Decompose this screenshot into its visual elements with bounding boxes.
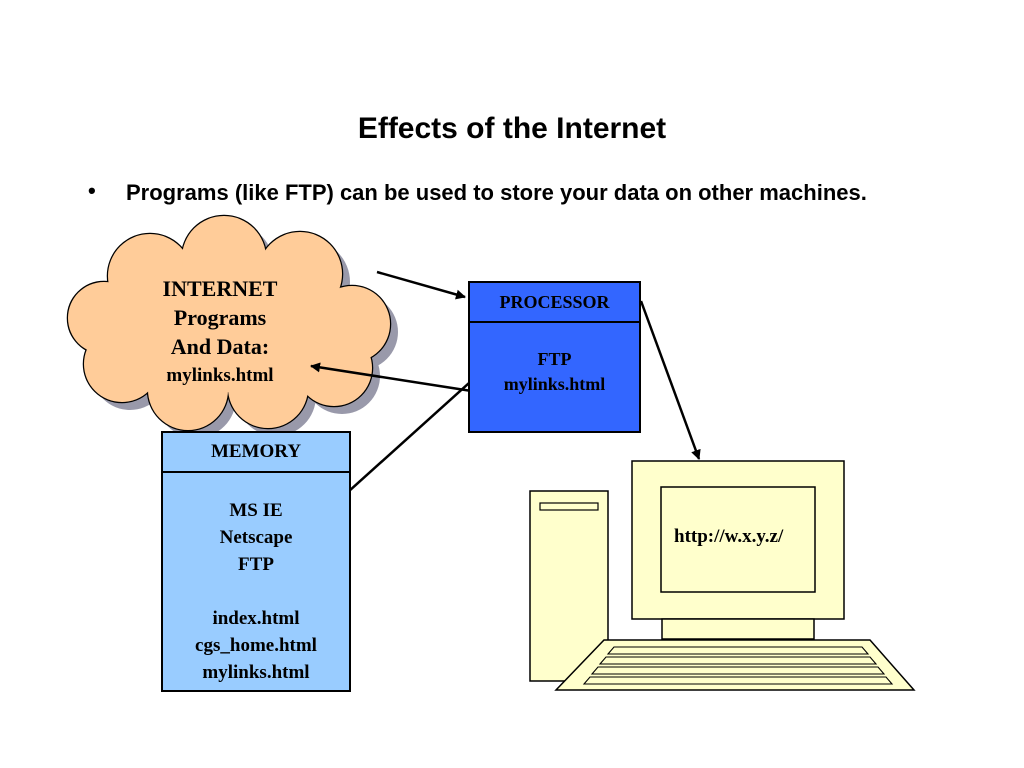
processor-header: PROCESSOR xyxy=(470,283,639,323)
memory-box: MEMORY MS IE Netscape FTP index.html cgs… xyxy=(161,431,351,692)
memory-contents: MS IE Netscape FTP index.html cgs_home.h… xyxy=(163,473,349,686)
arrow-processor-to-cloud xyxy=(310,362,479,394)
internet-cloud-label: INTERNET Programs And Data: mylinks.html xyxy=(120,274,320,390)
processor-item-mylinks: mylinks.html xyxy=(503,374,606,394)
bullet-text: Programs (like FTP) can be used to store… xyxy=(126,180,867,205)
memory-item-cgs-home-html: cgs_home.html xyxy=(195,635,317,656)
arrow-processor-to-computer xyxy=(639,300,701,460)
cloud-line-and-data: And Data: xyxy=(170,334,270,359)
monitor-screen-url: http://w.x.y.z/ xyxy=(674,526,784,547)
cloud-line-file: mylinks.html xyxy=(166,365,274,386)
memory-header: MEMORY xyxy=(163,433,349,473)
cloud-line-programs: Programs xyxy=(173,305,267,330)
processor-item-ftp: FTP xyxy=(537,349,572,369)
internet-cloud xyxy=(68,216,390,430)
computer-monitor xyxy=(631,460,845,640)
memory-item-index-html: index.html xyxy=(212,608,300,629)
slide-title: Effects of the Internet xyxy=(357,112,667,145)
memory-item-mylinks-html: mylinks.html xyxy=(202,662,310,683)
processor-box: PROCESSOR FTP mylinks.html xyxy=(468,281,641,433)
processor-contents: FTP mylinks.html xyxy=(470,323,639,397)
arrow-cloud-to-processor xyxy=(376,270,466,300)
computer-keyboard xyxy=(554,639,916,691)
memory-item-ms-ie: MS IE xyxy=(229,500,283,521)
memory-item-ftp: FTP xyxy=(238,554,274,575)
memory-item-netscape: Netscape xyxy=(219,527,293,548)
bullet-symbol: • xyxy=(88,178,96,203)
cloud-line-internet: INTERNET xyxy=(162,276,278,301)
